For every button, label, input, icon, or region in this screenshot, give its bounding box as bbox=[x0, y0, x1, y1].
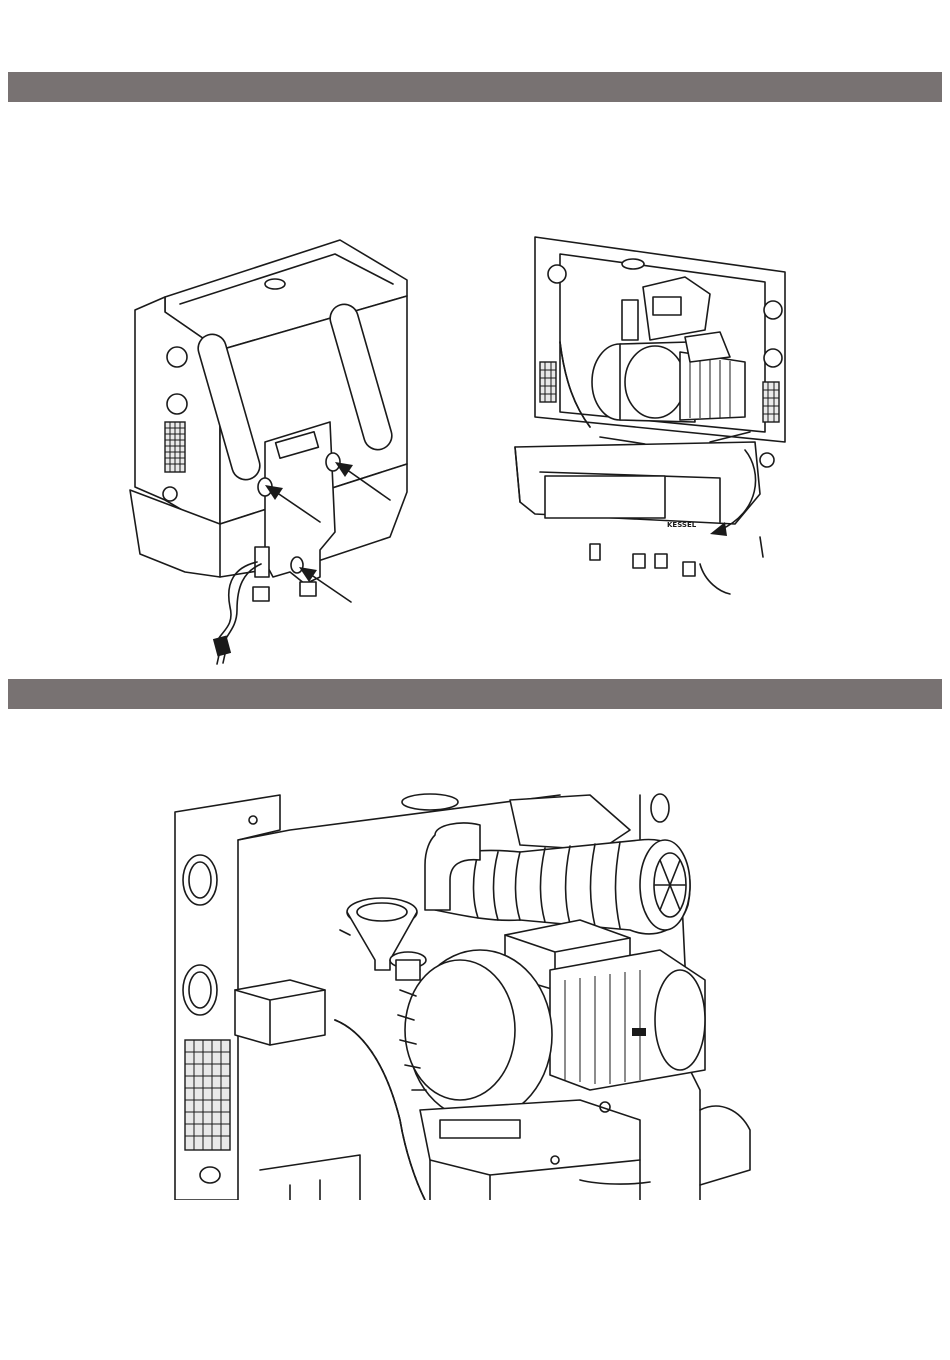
brand-logo-text: KESSEL bbox=[667, 521, 697, 529]
pump-detail-illustration bbox=[160, 790, 760, 1200]
section-header-bar-2 bbox=[8, 679, 942, 709]
wall-mount-illustration bbox=[125, 232, 410, 672]
wall-mount-drawing bbox=[125, 232, 410, 672]
open-unit-illustration: KESSEL bbox=[505, 232, 795, 612]
vent-grid bbox=[165, 422, 185, 472]
pump-detail-drawing bbox=[160, 790, 760, 1200]
section-header-bar-1 bbox=[8, 72, 942, 102]
vent-grid bbox=[185, 1040, 230, 1150]
open-unit-drawing: KESSEL bbox=[505, 232, 795, 612]
